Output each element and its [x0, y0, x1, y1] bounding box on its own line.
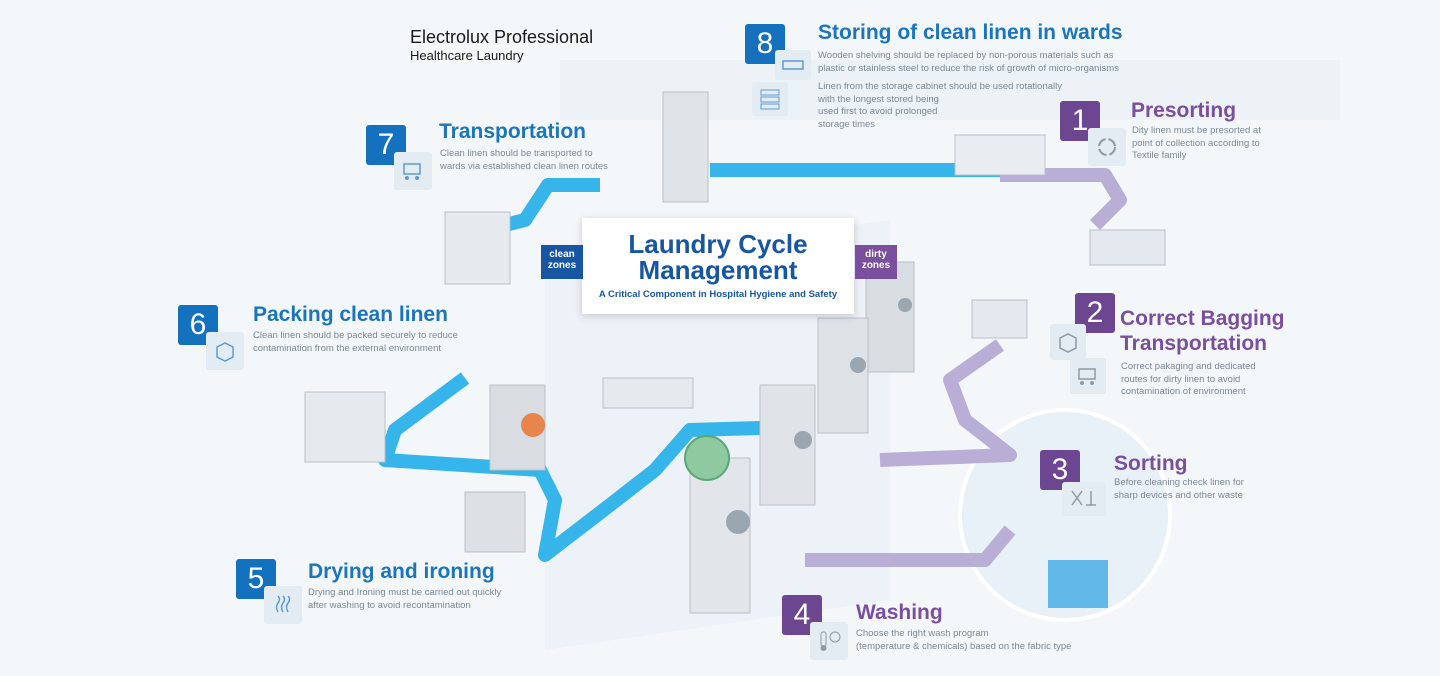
- step-6-title: Packing clean linen: [253, 303, 448, 326]
- step-2-desc-line: contamination of environment: [1121, 386, 1246, 397]
- step-8-desc2-line: with the longest stored being: [818, 93, 939, 105]
- dirty-path: [805, 168, 1127, 567]
- step-8-desc: Wooden shelving should be replaced by no…: [818, 50, 1119, 75]
- step-2-desc: Correct pakaging and dedicated routes fo…: [1121, 361, 1256, 399]
- step-3-desc: Before cleaning check linen for sharp de…: [1114, 477, 1244, 502]
- step-2-title: Correct Bagging Transportation: [1120, 306, 1285, 356]
- box-icon: [1050, 324, 1086, 360]
- center-title-line1: Laundry Cycle: [628, 229, 808, 259]
- linen-cabinets: [304, 91, 709, 463]
- clean-zones-word2: zones: [547, 260, 577, 271]
- dryer: [464, 384, 546, 553]
- step-1-desc: Dity linen must be presorted at point of…: [1132, 125, 1261, 163]
- step-8-desc2-line: storage times: [818, 118, 876, 130]
- step-5-title: Drying and ironing: [308, 560, 495, 583]
- brand-subtitle: Healthcare Laundry: [410, 48, 524, 63]
- step-5-desc-line: after washing to avoid recontamination: [308, 599, 471, 611]
- step-2-desc-line: Correct pakaging and dedicated: [1121, 361, 1256, 372]
- box-icon: [206, 332, 244, 370]
- hospital-equipment: [954, 134, 1166, 608]
- step-2-title-line1: Correct Bagging: [1120, 307, 1285, 330]
- folded-linen-icon: [775, 50, 811, 80]
- step-8-desc2: Linen from the storage cabinet should be…: [818, 81, 1062, 131]
- recycle-icon: [1088, 128, 1126, 166]
- step-6-desc-line: Clean linen should be packed securely to…: [253, 330, 458, 341]
- step-2-title-line2: Transportation: [1120, 332, 1268, 355]
- scissors-icon: [1062, 482, 1106, 516]
- step-8-desc2-line: Linen from the storage cabinet should be…: [818, 81, 1062, 92]
- step-7-desc-line: Clean linen should be transported to: [440, 148, 593, 159]
- step-3-desc-line: sharp devices and other waste: [1114, 489, 1243, 501]
- step-7-title: Transportation: [439, 120, 587, 143]
- step-6-desc-line: contamination from the external environm…: [253, 342, 441, 354]
- step-1-desc-line: Dity linen must be presorted at: [1132, 125, 1261, 136]
- bacteria-icon: [684, 435, 730, 481]
- step-8-desc2-line: used first to avoid prolonged: [818, 106, 938, 117]
- step-6-number: 6: [178, 305, 218, 345]
- dirty-zones-word1: dirty: [865, 249, 887, 260]
- step-4-desc-line: Choose the right wash program: [856, 628, 989, 639]
- dirty-zones-word2: zones: [861, 260, 891, 271]
- center-title-box: Laundry Cycle Management A Critical Comp…: [582, 218, 854, 314]
- thermometer-clock-icon: [810, 622, 848, 660]
- dirty-zones-badge: dirty zones: [855, 245, 897, 279]
- step-1-desc-line: point of collection according to: [1132, 137, 1260, 149]
- step-4-title: Washing: [856, 601, 943, 624]
- steam-icon: [264, 586, 302, 624]
- clean-zones-word1: clean: [549, 249, 575, 260]
- cart-icon: [1070, 358, 1106, 394]
- center-title-line2: Management: [638, 255, 798, 285]
- step-1-title: Presorting: [1131, 99, 1237, 122]
- brand-title: Electrolux Professional: [410, 27, 594, 47]
- step-5-desc-line: Drying and Ironing must be carried out q…: [308, 587, 502, 598]
- shelf-icon: [752, 82, 788, 116]
- step-7-desc-line: wards via established clean linen routes: [440, 160, 608, 172]
- step-3-desc-line: Before cleaning check linen for: [1114, 477, 1244, 488]
- clean-zones-badge: clean zones: [541, 245, 583, 279]
- step-4-desc: Choose the right wash program (temperatu…: [856, 628, 1071, 653]
- step-2-desc-line: routes for dirty linen to avoid: [1121, 373, 1241, 385]
- cart-icon: [394, 152, 432, 190]
- clean-path: [378, 163, 1000, 562]
- step-1-desc-line: Textile family: [1132, 150, 1187, 161]
- center-subtitle: A Critical Component in Hospital Hygiene…: [598, 289, 838, 300]
- step-7-desc: Clean linen should be transported to war…: [440, 148, 608, 173]
- step-8-number: 8: [745, 24, 785, 64]
- step-3-title: Sorting: [1114, 452, 1188, 475]
- step-8-desc-line: plastic or stainless steel to reduce the…: [818, 62, 1119, 74]
- step-8-desc-line: Wooden shelving should be replaced by no…: [818, 50, 1114, 61]
- step-4-desc-line: (temperature & chemicals) based on the f…: [856, 640, 1072, 652]
- washing-machines: [689, 261, 915, 614]
- step-5-desc: Drying and Ironing must be carried out q…: [308, 587, 501, 612]
- step-8-title: Storing of clean linen in wards: [818, 21, 1123, 44]
- step-6-desc: Clean linen should be packed securely to…: [253, 330, 458, 355]
